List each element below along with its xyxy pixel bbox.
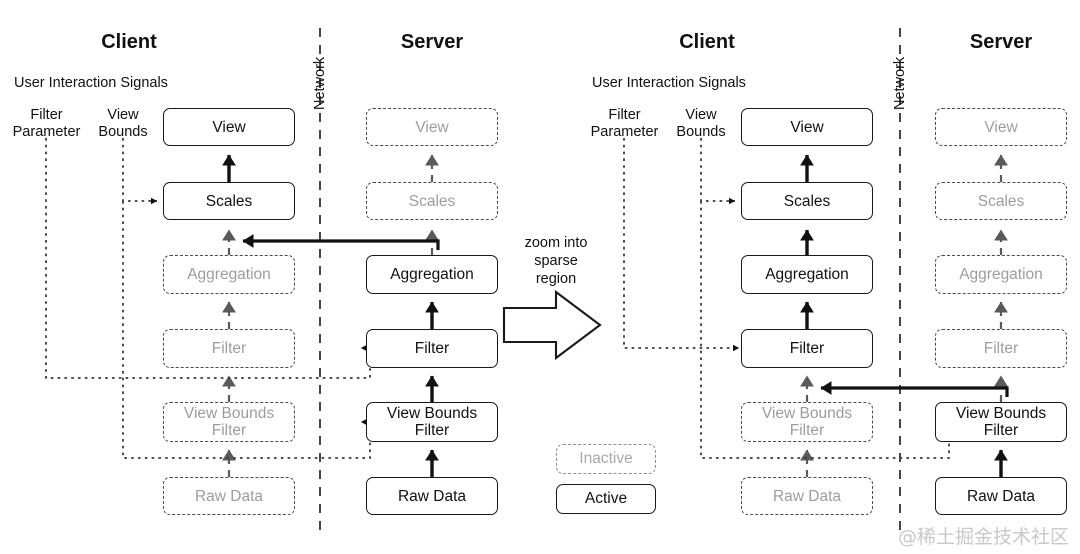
panel-after-uis-label: User Interaction Signals — [592, 75, 746, 91]
panel-after-server-node-raw-data[interactable]: Raw Data — [935, 477, 1067, 515]
panel-after-server-node-view-bounds-filter[interactable]: View Bounds Filter — [935, 402, 1067, 442]
panel-before-uis-label: User Interaction Signals — [14, 75, 168, 91]
panel-after-server-title: Server — [969, 31, 1033, 53]
transition-label: zoom into sparse region — [504, 234, 608, 288]
panel-before-network-label: Network — [312, 56, 328, 110]
panel-after-signal-filter-parameter: Filter Parameter — [578, 107, 671, 141]
panel-before-signal-filter-parameter: Filter Parameter — [0, 107, 93, 141]
panel-before-client-node-view[interactable]: View — [163, 108, 295, 146]
transition-line-2: sparse — [534, 253, 578, 269]
transition-arrow — [502, 289, 602, 361]
panel-before-client-title: Client — [101, 31, 157, 53]
panel-after-client-node-filter[interactable]: Filter — [741, 329, 873, 368]
panel-before-signal-view-bounds: View Bounds — [94, 107, 152, 141]
panel-after-server-node-aggregation[interactable]: Aggregation — [935, 255, 1067, 294]
panel-before-server-node-view[interactable]: View — [366, 108, 498, 146]
panel-after-server-node-scales[interactable]: Scales — [935, 182, 1067, 220]
panel-after-client-node-view-bounds-filter[interactable]: View Bounds Filter — [741, 402, 873, 442]
signal-line-1: Filter — [608, 107, 641, 123]
transition-line-1: zoom into — [524, 235, 588, 251]
panel-before-client-node-aggregation[interactable]: Aggregation — [163, 255, 295, 294]
signal-line-1: View — [685, 107, 717, 123]
panel-after-client-node-aggregation[interactable]: Aggregation — [741, 255, 873, 294]
panel-before-client-node-raw-data[interactable]: Raw Data — [163, 477, 295, 515]
panel-before-client-node-filter[interactable]: Filter — [163, 329, 295, 368]
transition-line-3: region — [535, 271, 577, 287]
signal-line-2: Parameter — [12, 124, 81, 140]
panel-after-client-node-scales[interactable]: Scales — [741, 182, 873, 220]
signal-line-1: Filter — [30, 107, 63, 123]
panel-before-server-node-view-bounds-filter[interactable]: View Bounds Filter — [366, 402, 498, 442]
legend-inactive: Inactive — [556, 444, 656, 474]
signal-line-2: Bounds — [676, 124, 726, 140]
panel-after-server-node-filter[interactable]: Filter — [935, 329, 1067, 368]
panel-after-client-title: Client — [679, 31, 735, 53]
panel-before-server-title: Server — [400, 31, 464, 53]
panel-after-client-node-view[interactable]: View — [741, 108, 873, 146]
signal-line-2: Bounds — [98, 124, 148, 140]
panel-after-signal-view-bounds: View Bounds — [672, 107, 730, 141]
panel-before-server-node-filter[interactable]: Filter — [366, 329, 498, 368]
panel-before-client-node-view-bounds-filter[interactable]: View Bounds Filter — [163, 402, 295, 442]
signal-line-1: View — [107, 107, 139, 123]
signal-line-2: Parameter — [590, 124, 659, 140]
panel-after-server-node-view[interactable]: View — [935, 108, 1067, 146]
panel-before-server-node-raw-data[interactable]: Raw Data — [366, 477, 498, 515]
panel-before-server-node-scales[interactable]: Scales — [366, 182, 498, 220]
panel-before-client-node-scales[interactable]: Scales — [163, 182, 295, 220]
panel-before-server-node-aggregation[interactable]: Aggregation — [366, 255, 498, 294]
watermark: @稀土掘金技术社区 — [898, 526, 1070, 548]
panel-after-client-node-raw-data[interactable]: Raw Data — [741, 477, 873, 515]
panel-after-network-label: Network — [892, 56, 908, 110]
legend-active: Active — [556, 484, 656, 514]
